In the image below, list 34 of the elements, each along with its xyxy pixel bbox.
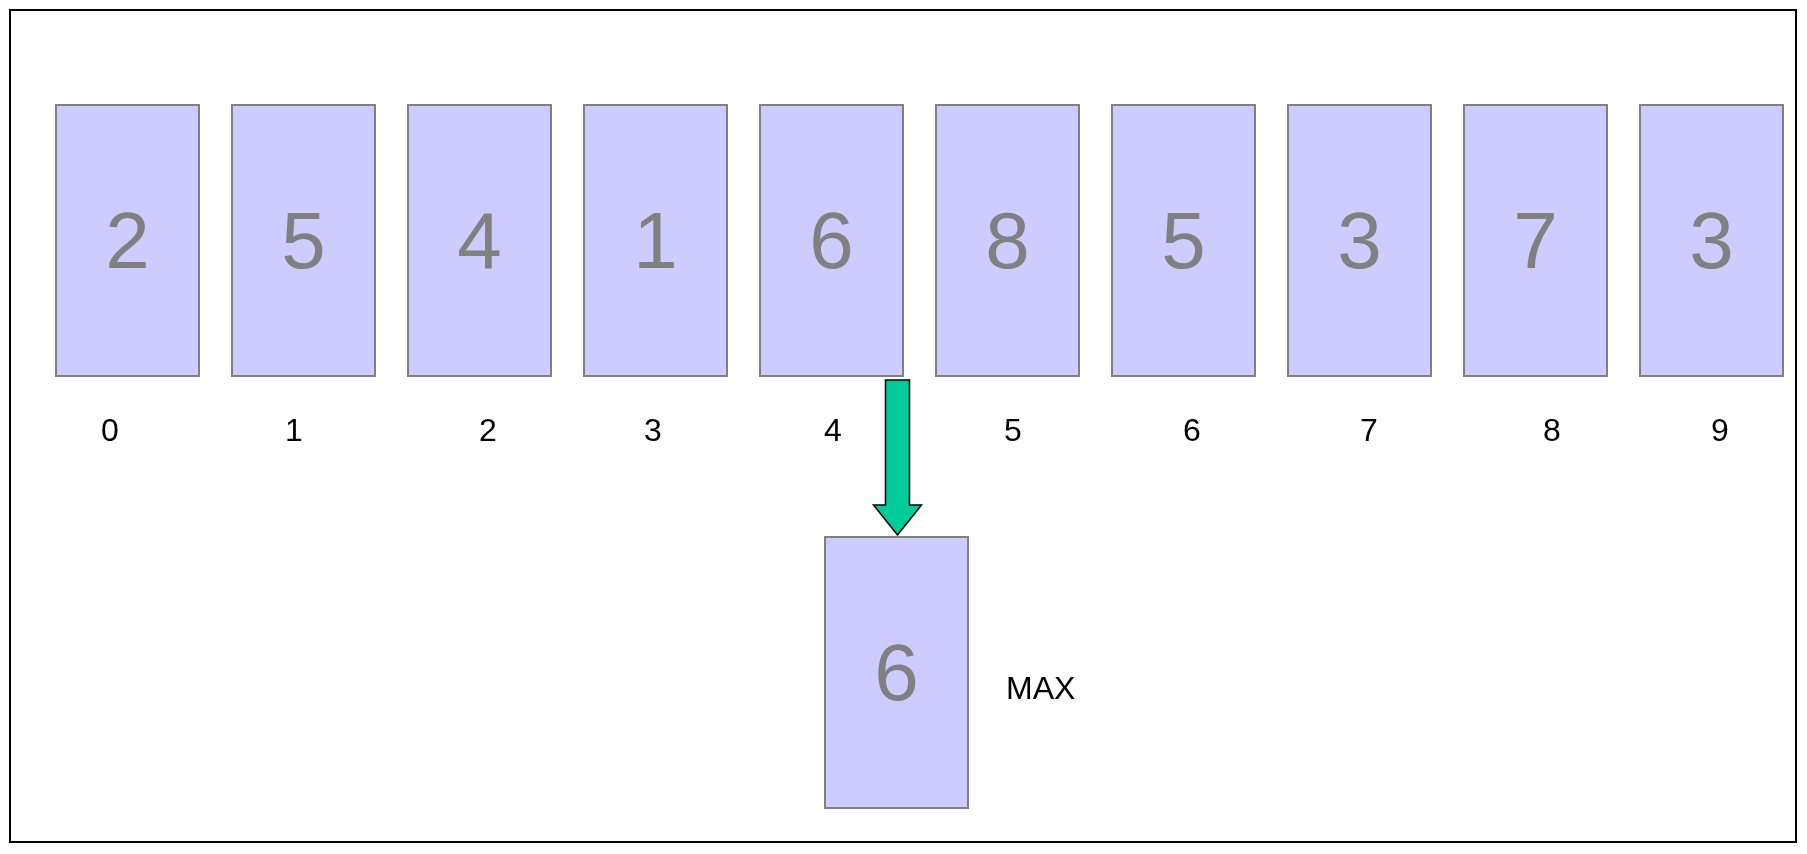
cell-value: 2	[105, 200, 150, 281]
cell-value: 6	[809, 200, 854, 281]
index-label: 8	[1543, 414, 1561, 446]
array-cell	[1639, 104, 1784, 377]
max-label: MAX	[1006, 672, 1076, 704]
array-cell	[55, 104, 200, 377]
cell-value: 5	[281, 200, 326, 281]
index-label: 9	[1711, 414, 1729, 446]
array-cell	[1287, 104, 1432, 377]
array-cell	[759, 104, 904, 377]
index-label: 6	[1183, 414, 1201, 446]
cell-value: 3	[1689, 200, 1734, 281]
cell-value: 7	[1513, 200, 1558, 281]
index-label: 5	[1004, 414, 1022, 446]
index-label: 0	[101, 414, 119, 446]
cell-value: 8	[985, 200, 1030, 281]
array-cell	[407, 104, 552, 377]
array-cell	[935, 104, 1080, 377]
index-label: 2	[479, 414, 497, 446]
array-cell	[1463, 104, 1608, 377]
index-label: 4	[824, 414, 842, 446]
array-cell	[231, 104, 376, 377]
cell-value: 3	[1337, 200, 1382, 281]
cell-value: 6	[874, 632, 919, 713]
cell-value: 5	[1161, 200, 1206, 281]
index-label: 7	[1360, 414, 1378, 446]
cell-value: 4	[457, 200, 502, 281]
array-cell	[583, 104, 728, 377]
array-cell	[824, 536, 969, 809]
index-label: 3	[644, 414, 662, 446]
block-arrow	[871, 379, 924, 537]
array-cell	[1111, 104, 1256, 377]
cell-value: 1	[633, 200, 678, 281]
index-label: 1	[285, 414, 303, 446]
